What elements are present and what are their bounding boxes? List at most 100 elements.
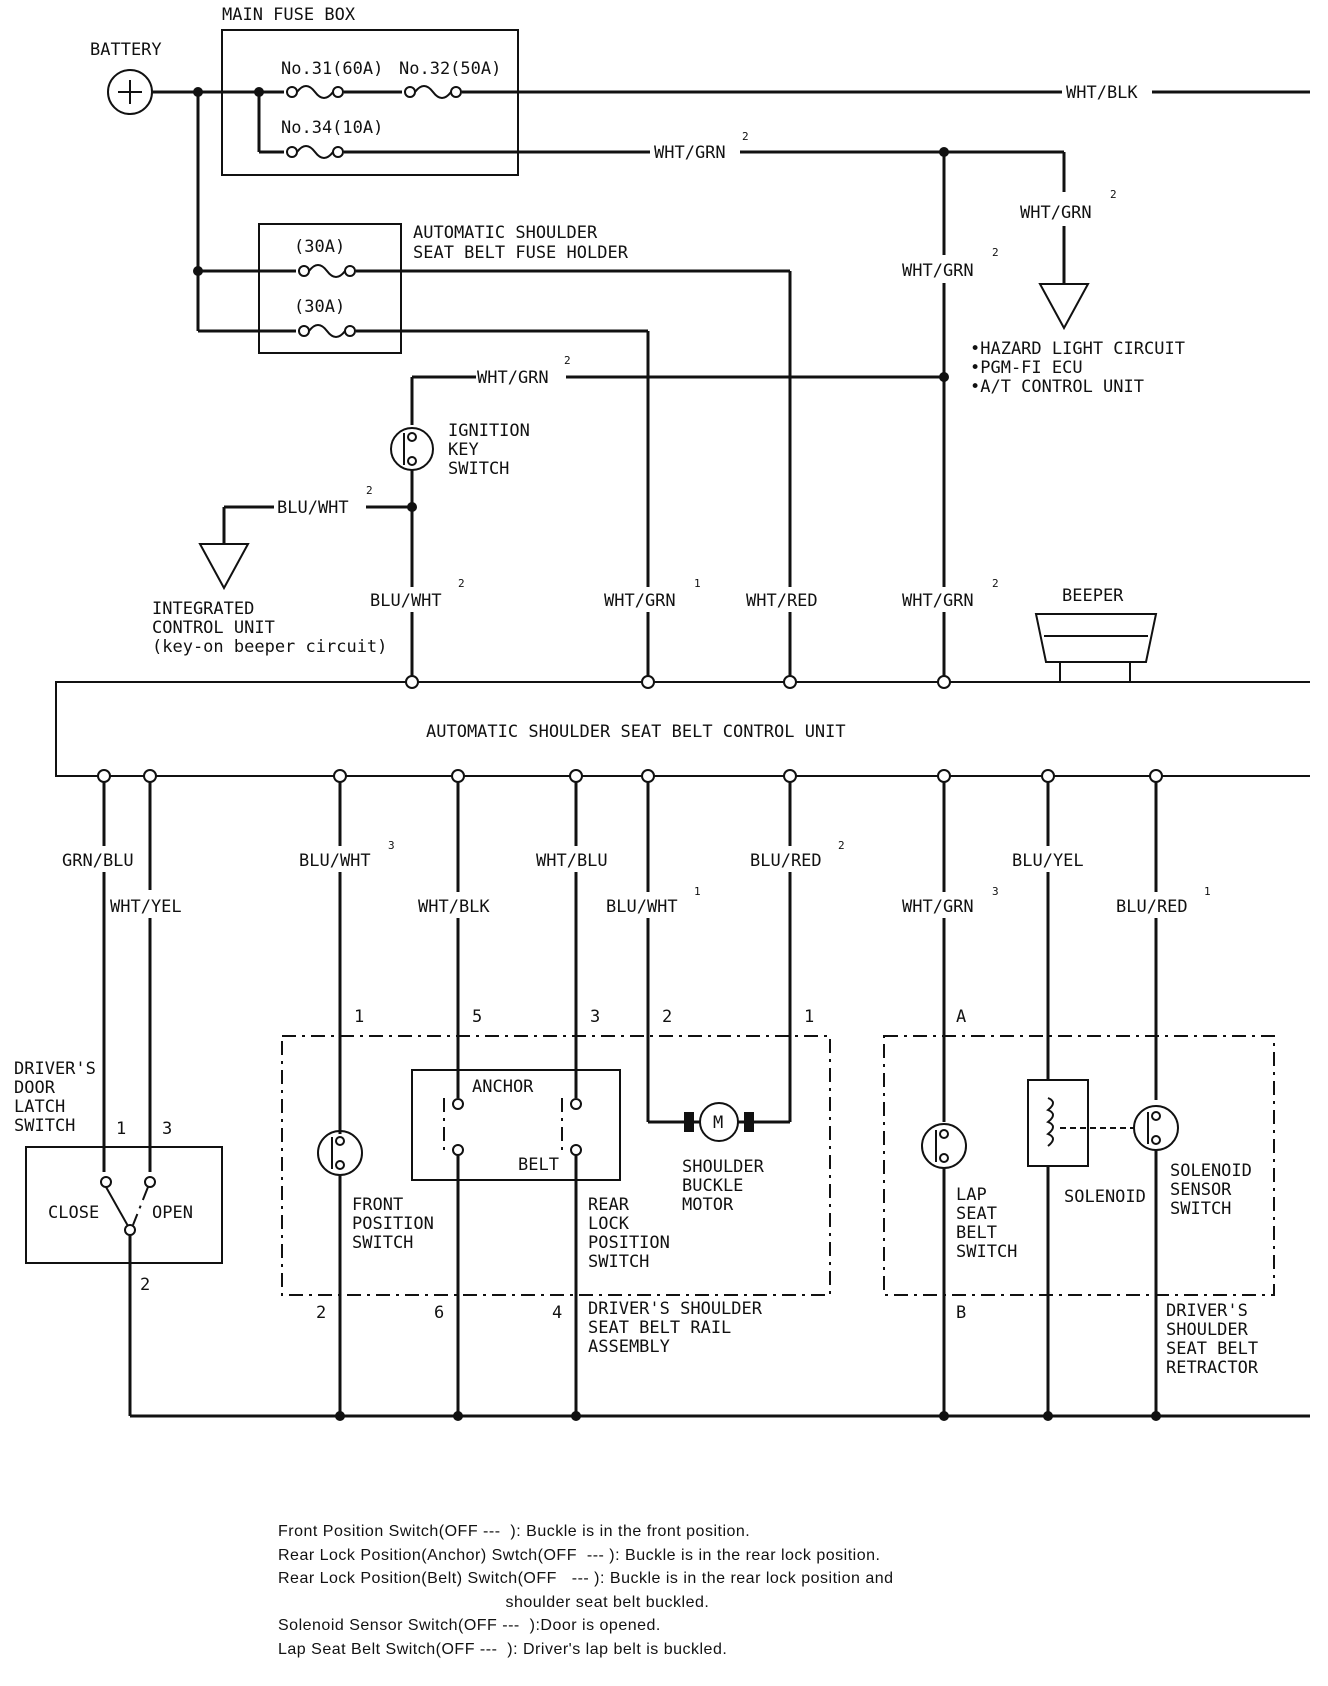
rail-label-3: ASSEMBLY xyxy=(588,1337,670,1357)
wire-label-wht-grn: WHT/GRN xyxy=(902,897,974,917)
pin-label: 2 xyxy=(316,1303,326,1323)
fuse-34-symbol xyxy=(284,144,344,160)
terminal xyxy=(144,1176,156,1188)
door-label-3: LATCH xyxy=(14,1097,65,1117)
note-line: Lap Seat Belt Switch(OFF --- ): Driver's… xyxy=(278,1640,728,1658)
junction-dot xyxy=(1151,1411,1161,1421)
wire-superscript: 3 xyxy=(992,885,999,898)
terminal xyxy=(570,1144,582,1156)
terminal xyxy=(97,769,111,783)
motor-symbol: M xyxy=(713,1113,723,1133)
rail-label-1: DRIVER'S SHOULDER xyxy=(588,1299,763,1319)
lap-label-1: LAP xyxy=(956,1185,987,1205)
note-line: Solenoid Sensor Switch(OFF --- ):Door is… xyxy=(278,1617,661,1634)
terminal xyxy=(641,675,655,689)
fuse-30a-symbol xyxy=(296,263,356,279)
motor-label-2: BUCKLE xyxy=(682,1176,743,1196)
sss-label-1: SOLENOID xyxy=(1170,1161,1252,1181)
pin-label: 1 xyxy=(804,1007,814,1027)
wire-superscript: 2 xyxy=(742,130,749,143)
asb-fuse-holder-label-2: SEAT BELT FUSE HOLDER xyxy=(413,243,629,263)
wire-label-wht-grn: WHT/GRN xyxy=(902,261,974,281)
wire-label-wht-grn: WHT/GRN xyxy=(477,368,549,388)
note-line: shoulder seat belt buckled. xyxy=(278,1593,710,1611)
wire-superscript: 2 xyxy=(992,246,999,259)
solenoid-box xyxy=(1027,1079,1089,1167)
pin-label: 3 xyxy=(162,1119,172,1139)
anchor-label: ANCHOR xyxy=(472,1077,534,1097)
pin-label: 4 xyxy=(552,1303,562,1323)
rear-label-2: LOCK xyxy=(588,1214,630,1234)
terminal xyxy=(783,769,797,783)
solenoid-sensor-switch xyxy=(1133,1105,1179,1151)
wire-label-blu-wht: BLU/WHT xyxy=(606,897,678,917)
icu-label-3: (key-on beeper circuit) xyxy=(152,637,387,657)
rail-label-2: SEAT BELT RAIL xyxy=(588,1318,731,1338)
door-label-4: SWITCH xyxy=(14,1116,75,1136)
wire-label-blu-wht: BLU/WHT xyxy=(299,851,371,871)
wire-label-wht-yel: WHT/YEL xyxy=(110,897,182,917)
junction-dot xyxy=(335,1411,345,1421)
sss-label-3: SWITCH xyxy=(1170,1199,1231,1219)
wire-label-blu-wht: BLU/WHT xyxy=(370,591,442,611)
anchor-belt-box xyxy=(411,1069,621,1181)
terminal xyxy=(937,769,951,783)
motor-label-3: MOTOR xyxy=(682,1195,734,1215)
sss-label-2: SENSOR xyxy=(1170,1180,1232,1200)
retractor-label-3: SEAT BELT xyxy=(1166,1339,1258,1359)
at-label: •A/T CONTROL UNIT xyxy=(970,377,1144,397)
wiring-diagram: BATTERY MAIN FUSE BOX No.31(60A) No.32(5… xyxy=(14,5,1310,1421)
pin-label: 2 xyxy=(140,1275,150,1295)
wire-superscript: 2 xyxy=(838,839,845,852)
front-position-switch xyxy=(317,1130,363,1176)
pgm-label: •PGM-FI ECU xyxy=(970,358,1083,378)
lap-label-2: SEAT xyxy=(956,1204,997,1224)
door-latch-switch xyxy=(25,1146,223,1264)
shoulder-buckle-motor xyxy=(684,1102,754,1142)
wire-label-wht-grn: WHT/GRN xyxy=(902,591,974,611)
ignition-label-3: SWITCH xyxy=(448,459,509,479)
switch-notes: Front Position Switch(OFF --- ): Buckle … xyxy=(278,1520,894,1661)
beeper-label: BEEPER xyxy=(1062,586,1124,606)
motor-label-1: SHOULDER xyxy=(682,1157,765,1177)
rear-label-4: SWITCH xyxy=(588,1252,649,1272)
fuse-30a-label: (30A) xyxy=(294,237,345,257)
solenoid-coil xyxy=(1046,1097,1054,1147)
icu-label-1: INTEGRATED xyxy=(152,599,254,619)
rail-assembly-box xyxy=(281,1035,831,1296)
junction-dot xyxy=(571,1411,581,1421)
front-label-3: SWITCH xyxy=(352,1233,413,1253)
wire-superscript: 3 xyxy=(388,839,395,852)
pin-label: B xyxy=(956,1303,966,1323)
fuse-30a-label: (30A) xyxy=(294,297,345,317)
terminal xyxy=(937,675,951,689)
ignition-key-switch xyxy=(390,427,434,471)
fuse-32-symbol xyxy=(402,84,462,100)
wire-label-wht-blu: WHT/BLU xyxy=(536,851,608,871)
terminal xyxy=(452,1098,464,1110)
asb-fuse-holder xyxy=(258,223,402,354)
fuse-31-symbol xyxy=(284,84,344,100)
lap-label-4: SWITCH xyxy=(956,1242,1017,1262)
terminal xyxy=(1041,769,1055,783)
pin-label: 1 xyxy=(116,1119,126,1139)
pin-label: 3 xyxy=(590,1007,600,1027)
retractor-label-2: SHOULDER xyxy=(1166,1320,1249,1340)
close-label: CLOSE xyxy=(48,1203,99,1223)
wire-superscript: 2 xyxy=(1110,188,1117,201)
ground-triangle xyxy=(1038,283,1090,331)
pin-label: 5 xyxy=(472,1007,482,1027)
pin-label: A xyxy=(956,1007,966,1027)
wire-label-grn-blu: GRN/BLU xyxy=(62,851,134,871)
front-label-2: POSITION xyxy=(352,1214,434,1234)
fuse-34-label: No.34(10A) xyxy=(281,118,383,138)
fuse-31-label: No.31(60A) xyxy=(281,59,383,79)
belt-label: BELT xyxy=(518,1155,559,1175)
note-line: Rear Lock Position(Anchor) Swtch(OFF ---… xyxy=(278,1546,881,1564)
terminal xyxy=(452,1144,464,1156)
battery-label: BATTERY xyxy=(90,40,162,60)
junction-dot xyxy=(939,1411,949,1421)
retractor-label-4: RETRACTOR xyxy=(1166,1358,1259,1378)
lap-label-3: BELT xyxy=(956,1223,997,1243)
terminal xyxy=(100,1176,112,1188)
